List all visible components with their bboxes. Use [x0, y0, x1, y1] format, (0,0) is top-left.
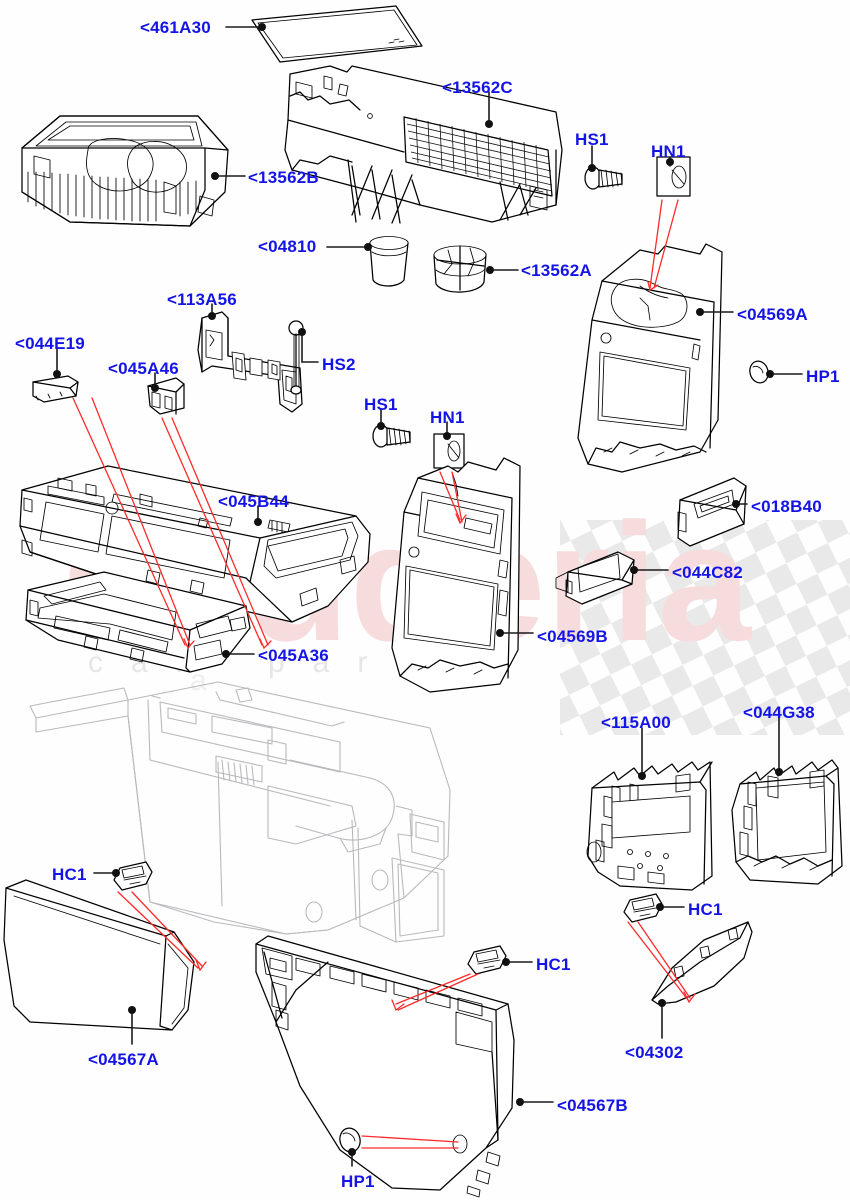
part-045A36-shape [25, 571, 251, 673]
callout-HS1-upper[interactable]: HS1 [575, 130, 609, 149]
part-045B44-shape [19, 465, 371, 623]
part-HC1-center-shape [467, 945, 507, 975]
callout-461A30[interactable]: <461A30 [140, 18, 211, 37]
leader-lines [53, 23, 803, 1167]
part-13562B-shape [21, 115, 229, 227]
part-044G38-shape [731, 759, 843, 885]
callout-045B44[interactable]: <045B44 [218, 492, 289, 511]
callout-HC1-right[interactable]: HC1 [688, 900, 723, 919]
part-HS1-upper-shape [584, 166, 623, 190]
svg-text:a: a [190, 664, 233, 697]
assembly-pointers [72, 199, 696, 1149]
part-13562A-shape [433, 245, 487, 293]
callout-04810[interactable]: <04810 [258, 237, 317, 256]
callout-044E19[interactable]: <044E19 [15, 334, 85, 353]
callout-044C82[interactable]: <044C82 [672, 563, 743, 582]
callout-HS2[interactable]: HS2 [322, 355, 356, 374]
callout-113A56[interactable]: <113A56 [167, 290, 237, 309]
callout-HS1-lower[interactable]: HS1 [364, 395, 398, 414]
part-HC1-left-shape [113, 861, 153, 891]
callout-045A36[interactable]: <045A36 [258, 646, 329, 665]
callout-115A00[interactable]: <115A00 [601, 713, 671, 732]
callout-04569B[interactable]: <04569B [537, 627, 608, 646]
part-console-assembly-ghost [29, 681, 451, 943]
part-04569A-shape [577, 243, 723, 473]
part-04569B-shape [391, 457, 521, 693]
part-461A30-shape [251, 5, 423, 63]
callout-HC1-center[interactable]: HC1 [536, 955, 571, 974]
part-115A00-shape [586, 761, 713, 891]
part-113A56-shape [197, 311, 303, 413]
callout-04569A[interactable]: <04569A [737, 305, 808, 324]
callout-13562C[interactable]: <13562C [442, 78, 513, 97]
part-04567A-shape [3, 879, 195, 1031]
part-HN1-lower-shape [433, 433, 465, 469]
callout-045A46[interactable]: <045A46 [108, 359, 179, 378]
part-045A46-shape [147, 377, 185, 415]
part-044C82-shape [555, 551, 635, 605]
callout-HP1-lower[interactable]: HP1 [341, 1172, 375, 1191]
part-044E19-shape [32, 375, 79, 403]
part-HC1-right-shape [623, 893, 663, 923]
part-04810-shape [369, 236, 409, 287]
callout-HN1-upper[interactable]: HN1 [651, 142, 686, 161]
callout-044G38[interactable]: <044G38 [743, 703, 815, 722]
callout-HC1-left[interactable]: HC1 [52, 865, 87, 884]
callout-13562A[interactable]: <13562A [521, 261, 592, 280]
part-04302-shape [651, 921, 753, 1005]
callout-04302[interactable]: <04302 [625, 1043, 684, 1062]
part-HN1-upper-shape [656, 156, 691, 197]
part-HP1-upper-shape [749, 360, 769, 384]
callout-04567B[interactable]: <04567B [557, 1096, 628, 1115]
callout-HP1-upper[interactable]: HP1 [806, 367, 840, 386]
callout-04567A[interactable]: <04567A [88, 1050, 159, 1069]
callout-018B40[interactable]: <018B40 [751, 497, 822, 516]
part-13562C-shape [284, 65, 563, 224]
callout-HN1-lower[interactable]: HN1 [430, 408, 465, 427]
callout-13562B[interactable]: <13562B [248, 168, 319, 187]
part-04567B-shape [255, 935, 515, 1198]
part-HS1-lower-shape [372, 424, 411, 448]
